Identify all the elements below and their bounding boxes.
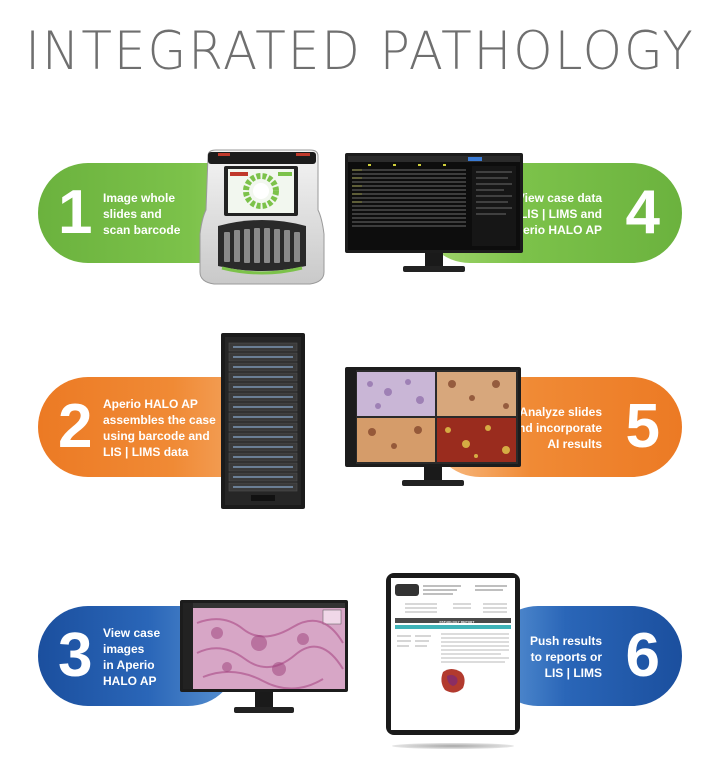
step-5-text: Analyze slides and incorporate AI result… bbox=[511, 405, 602, 451]
step-1-text: Image whole slides and scan barcode bbox=[103, 191, 181, 237]
step-4-number: 4 bbox=[625, 178, 660, 247]
step-6-number: 6 bbox=[625, 621, 660, 690]
step-3-text: View case images in Aperio HALO AP bbox=[103, 626, 161, 688]
monitor-analysis-icon bbox=[345, 367, 521, 493]
monitor-data-table-icon bbox=[345, 153, 523, 279]
step-1-number: 1 bbox=[58, 178, 93, 247]
page-title: INTEGRATED PATHOLOGY bbox=[25, 20, 695, 82]
step-2-text: Aperio HALO AP assembles the case using … bbox=[103, 397, 216, 459]
slide-scanner-icon bbox=[199, 149, 325, 285]
step-4-text: View case data in LIS | LIMS and Aperio … bbox=[505, 191, 602, 237]
tablet-report-icon bbox=[386, 573, 520, 753]
report-header: PATHOLOGY REPORT bbox=[439, 620, 475, 624]
step-2-number: 2 bbox=[58, 392, 93, 461]
server-rack-icon bbox=[221, 333, 305, 509]
monitor-slide-viewer-icon bbox=[180, 600, 348, 718]
step-6-pill: 6 Push results to reports or LIS | LIMS bbox=[488, 606, 682, 706]
step-5-number: 5 bbox=[625, 392, 660, 461]
step-3-number: 3 bbox=[58, 621, 93, 690]
step-6-text: Push results to reports or LIS | LIMS bbox=[529, 634, 602, 680]
